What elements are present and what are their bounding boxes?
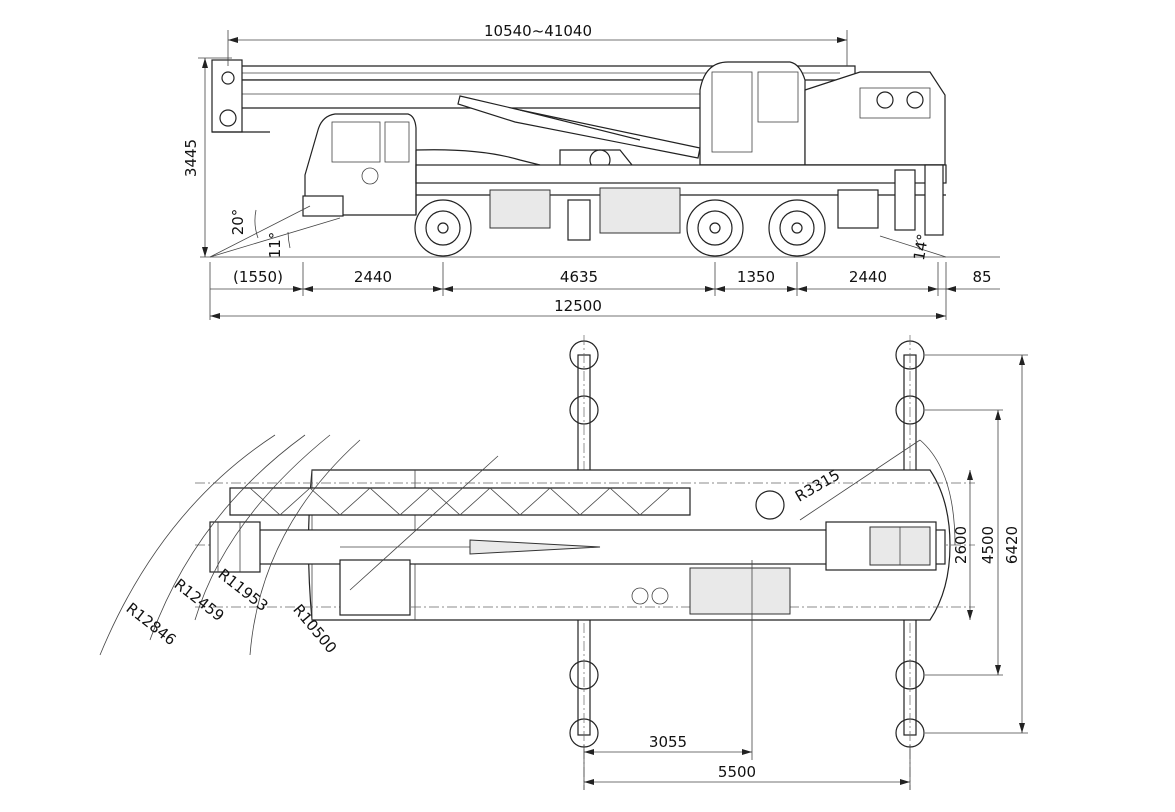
side-view: 10540~41040 3445 20° 11° 14° — [182, 22, 1000, 320]
approach-angle-label: 20° — [229, 209, 247, 236]
outrigger-half-span-label: 3055 — [649, 733, 687, 751]
front-to-axle1-label: 2440 — [354, 268, 392, 286]
front-overhang-label: (1550) — [233, 268, 283, 286]
boom-length-label: 10540~41040 — [484, 22, 592, 40]
body-width-label: 2600 — [952, 526, 970, 564]
turntable-top — [339, 490, 937, 616]
outrigger-span-dimensions — [583, 560, 911, 790]
axle3-to-rear-label: 2440 — [849, 268, 887, 286]
wheel-axle-2 — [686, 199, 744, 257]
axle1-to-axle2-label: 4635 — [560, 268, 598, 286]
departure-angle-label: 14° — [910, 232, 932, 261]
segment-dimensions — [209, 262, 1000, 320]
jib-lattice — [229, 487, 691, 516]
rear-tail-label: 85 — [972, 268, 991, 286]
wheel-axle-3 — [768, 199, 826, 257]
width-dimensions — [925, 354, 1028, 734]
approach-angle-2-label: 11° — [266, 232, 284, 259]
height-label: 3445 — [182, 139, 200, 177]
wheel-axle-1 — [414, 199, 472, 257]
boom-length-dimension — [227, 30, 848, 66]
overall-length-dimension — [210, 313, 946, 319]
crane-cab — [699, 61, 946, 166]
overall-length-label: 12500 — [554, 297, 602, 315]
turning-radius-arcs — [99, 434, 956, 656]
radius-1-label: R12846 — [123, 599, 180, 649]
boom — [211, 59, 856, 176]
top-view: R3315 R12846 R12459 R11953 R10500 2600 4… — [99, 335, 1028, 790]
outrigger-width-mid-label: 4500 — [979, 526, 997, 564]
outrigger-full-span-label: 5500 — [718, 763, 756, 781]
carrier-cab — [302, 113, 417, 217]
boom-top — [209, 521, 946, 573]
height-dimension — [198, 57, 232, 257]
axle2-to-axle3-label: 1350 — [737, 268, 775, 286]
outrigger-width-full-label: 6420 — [1003, 526, 1021, 564]
chassis — [415, 149, 947, 241]
